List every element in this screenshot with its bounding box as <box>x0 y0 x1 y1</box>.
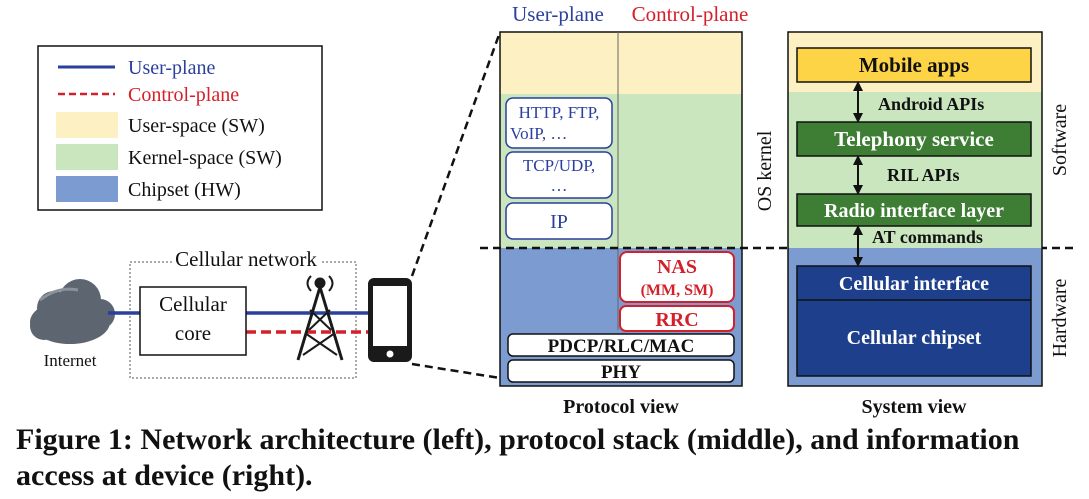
app-protocols-box <box>505 97 613 149</box>
legend: User-plane Control-plane User-space (SW)… <box>37 45 323 211</box>
at-commands-label: AT commands <box>872 227 983 247</box>
pdcp-rlc-mac-box <box>507 333 735 357</box>
telephony-service-label: Telephony service <box>834 127 994 151</box>
transport-box <box>505 151 613 199</box>
cellular-interface-label: Cellular interface <box>839 273 989 295</box>
protocol-view-frame <box>499 31 743 387</box>
rrc-label: RRC <box>655 309 698 331</box>
protocol-header-control-plane: Control-plane <box>632 2 749 26</box>
zoom-line-bottom <box>411 362 501 380</box>
legend-kernel-space-label: Kernel-space (SW) <box>128 147 282 169</box>
legend-chipset-swatch <box>56 176 118 202</box>
phy-label: PHY <box>601 362 641 383</box>
radio-interface-layer-label: Radio interface layer <box>824 200 1004 222</box>
system-view-label: System view <box>862 396 968 418</box>
system-view: Mobile apps Android APIs Telephony servi… <box>787 31 1071 418</box>
zoom-line-top <box>410 31 502 277</box>
cell-tower-icon <box>296 275 344 361</box>
nas-box <box>619 251 735 303</box>
mobile-apps-label: Mobile apps <box>859 53 969 77</box>
legend-user-space-swatch <box>56 112 118 138</box>
legend-chipset-label: Chipset (HW) <box>128 179 241 201</box>
figure-caption: Figure 1: Network architecture (left), p… <box>16 423 1020 492</box>
protocol-view-label: Protocol view <box>563 396 679 418</box>
cellular-network-title: Cellular network <box>175 247 317 271</box>
transport-line2: … <box>551 176 568 195</box>
protocol-header-user-plane: User-plane <box>512 2 604 26</box>
rrc-box <box>619 305 735 332</box>
legend-user-plane-label: User-plane <box>128 57 215 79</box>
app-protocols-line2: VoIP, … <box>510 124 567 143</box>
transport-line1: TCP/UDP, <box>523 156 595 175</box>
os-kernel-label: OS kernel <box>754 130 776 211</box>
pdcp-rlc-mac-label: PDCP/RLC/MAC <box>548 336 695 357</box>
hardware-label: Hardware <box>1049 278 1071 357</box>
internet-label: Internet <box>44 351 97 370</box>
protocol-view: User-plane Control-plane HTTP, FTP, VoIP… <box>499 2 749 418</box>
internet-cloud-icon <box>30 279 115 344</box>
mobile-apps-box <box>796 47 1032 83</box>
cellular-network: Cellular network Internet Cellular core <box>30 247 412 379</box>
legend-kernel-space-swatch <box>56 144 118 170</box>
radio-interface-layer-box <box>796 193 1032 227</box>
nas-sublabel: (MM, SM) <box>641 282 714 299</box>
architecture-diagram: User-plane Control-plane User-space (SW)… <box>30 2 1075 418</box>
cellular-chipset-label: Cellular chipset <box>847 327 982 349</box>
cellular-core-label-line1: Cellular <box>159 292 227 316</box>
ip-label: IP <box>550 211 568 233</box>
cellular-core-label-line2: core <box>175 321 211 345</box>
ril-apis-label: RIL APIs <box>887 165 960 185</box>
system-view-frame <box>787 31 1043 387</box>
telephony-service-box <box>796 121 1032 157</box>
nas-label: NAS <box>657 256 697 278</box>
android-apis-label: Android APIs <box>878 94 984 114</box>
legend-control-plane-label: Control-plane <box>128 84 239 106</box>
cellular-chipset-box <box>796 265 1032 377</box>
cellular-core-box <box>139 286 247 356</box>
legend-user-space-label: User-space (SW) <box>128 115 265 137</box>
software-label: Software <box>1049 104 1071 176</box>
ip-box <box>505 202 613 240</box>
phy-box <box>507 359 735 383</box>
app-protocols-line1: HTTP, FTP, <box>519 103 600 122</box>
phone-icon <box>368 278 412 362</box>
